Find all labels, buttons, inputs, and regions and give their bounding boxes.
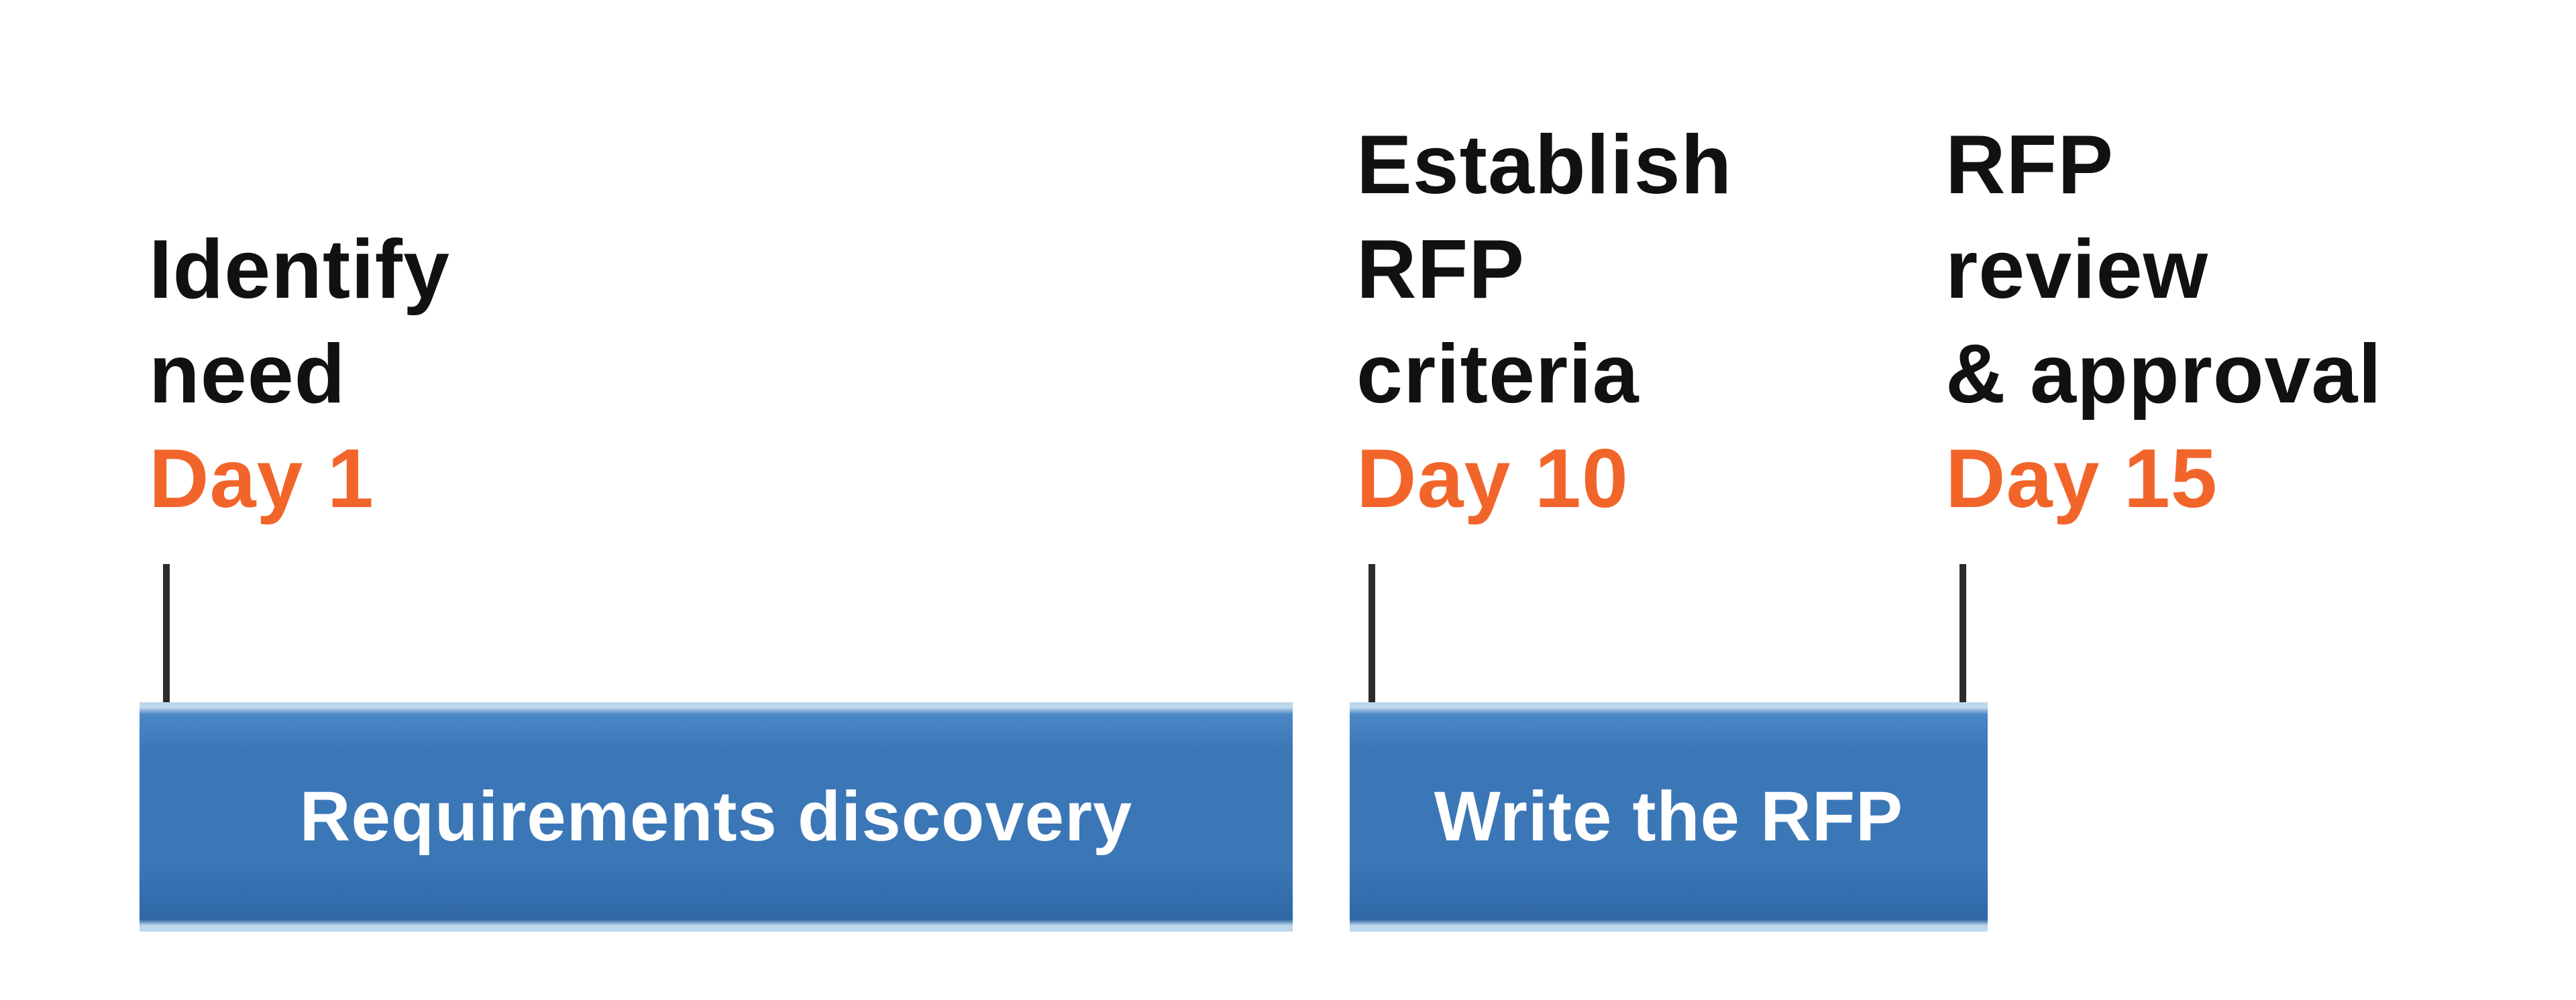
milestone-rfp-review-approval: RFP review & approval Day 15: [1945, 113, 2382, 531]
milestone-label-line: need: [149, 328, 346, 421]
phase-bar-requirements-discovery: Requirements discovery: [140, 702, 1293, 932]
phase-bar-label: Write the RFP: [1434, 777, 1904, 856]
milestone-label-line: & approval: [1945, 328, 2382, 421]
milestone-tick-day-1: [163, 564, 170, 705]
milestone-label-line: RFP: [1945, 119, 2114, 211]
milestone-label-line: review: [1945, 223, 2209, 316]
milestone-label-line: criteria: [1356, 328, 1640, 421]
milestone-day-label: Day 15: [1945, 433, 2218, 525]
milestone-tick-day-15: [1960, 564, 1966, 705]
phase-bar-write-the-rfp: Write the RFP: [1350, 702, 1988, 932]
milestone-label-line: Establish: [1356, 119, 1733, 211]
milestone-tick-day-10: [1368, 564, 1375, 705]
milestone-day-label: Day 10: [1356, 433, 1629, 525]
milestone-day-label: Day 1: [149, 433, 374, 525]
milestone-establish-rfp-criteria: Establish RFP criteria Day 10: [1356, 113, 1732, 531]
milestone-identify-need: Identify need Day 1: [149, 217, 450, 531]
phase-bar-label: Requirements discovery: [299, 777, 1133, 856]
milestone-label-line: Identify: [149, 223, 450, 316]
milestone-label-line: RFP: [1356, 223, 1525, 316]
